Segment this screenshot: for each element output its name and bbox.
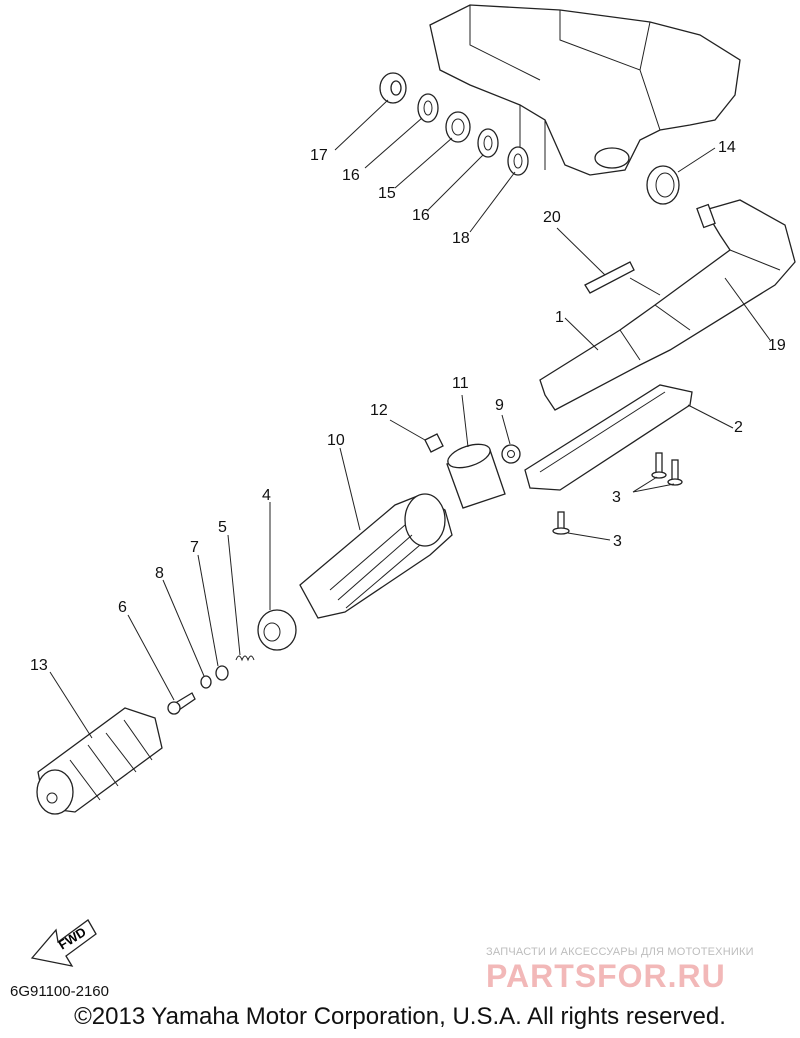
callout-20: 20: [543, 209, 561, 226]
grip-13: [36, 707, 163, 815]
callout-1: 1: [555, 309, 564, 326]
callout-19: 19: [768, 337, 786, 354]
diagram-code: 6G91100-2160: [10, 983, 109, 1000]
collar-11: [446, 443, 506, 509]
bearing-15: [445, 111, 471, 143]
screw-3-a: [651, 452, 667, 479]
callout-12: 12: [370, 402, 388, 419]
callout-16-bottom: 16: [412, 207, 430, 224]
washer-16-bottom: [477, 128, 499, 158]
washer-7: [215, 665, 229, 681]
callout-4: 4: [262, 487, 271, 504]
washer-8: [200, 675, 212, 689]
callout-3-b: 3: [613, 533, 622, 550]
plate-4: [257, 609, 297, 651]
callout-18: 18: [452, 230, 470, 247]
decal-20: [584, 261, 635, 294]
callouts: 17 16 15 16 18 14 20 19 1 2 3 3 9 11 12 …: [30, 139, 786, 674]
screw-3-b: [667, 459, 683, 486]
callout-5: 5: [218, 519, 227, 536]
fwd-arrow-icon: FWD: [30, 919, 97, 967]
leader-lines: [49, 99, 771, 739]
tiller-handle-arm: [539, 199, 796, 411]
watermark-brand: PARTSFOR.RU: [486, 958, 726, 994]
callout-8: 8: [155, 565, 164, 582]
callout-15: 15: [378, 185, 396, 202]
screw-6: [167, 692, 196, 715]
watermark-subtitle: ЗАПЧАСТИ И АКСЕССУАРЫ ДЛЯ МОТОТЕХНИКИ: [486, 946, 754, 958]
callout-3-a: 3: [612, 489, 621, 506]
callout-14: 14: [718, 139, 736, 156]
spring-5: [235, 655, 255, 662]
callout-17: 17: [310, 147, 328, 164]
callout-6: 6: [118, 599, 127, 616]
callout-11: 11: [452, 375, 469, 392]
bolt-12: [424, 433, 444, 453]
copyright-notice: ©2013 Yamaha Motor Corporation, U.S.A. A…: [74, 1003, 726, 1030]
callout-7: 7: [190, 539, 199, 556]
callout-10: 10: [327, 432, 345, 449]
callout-13: 13: [30, 657, 48, 674]
washer-16-top: [417, 93, 439, 123]
washer-18: [507, 146, 529, 176]
nut-9: [501, 444, 521, 464]
bushing-14: [646, 165, 680, 205]
callout-2: 2: [734, 419, 743, 436]
nut-17: [379, 72, 407, 104]
steering-bracket: [429, 4, 741, 176]
callout-9: 9: [495, 397, 504, 414]
callout-16-top: 16: [342, 167, 360, 184]
screw-3-c: [552, 511, 570, 535]
throttle-shaft-10: [299, 493, 453, 619]
lower-cover-2: [524, 384, 693, 491]
